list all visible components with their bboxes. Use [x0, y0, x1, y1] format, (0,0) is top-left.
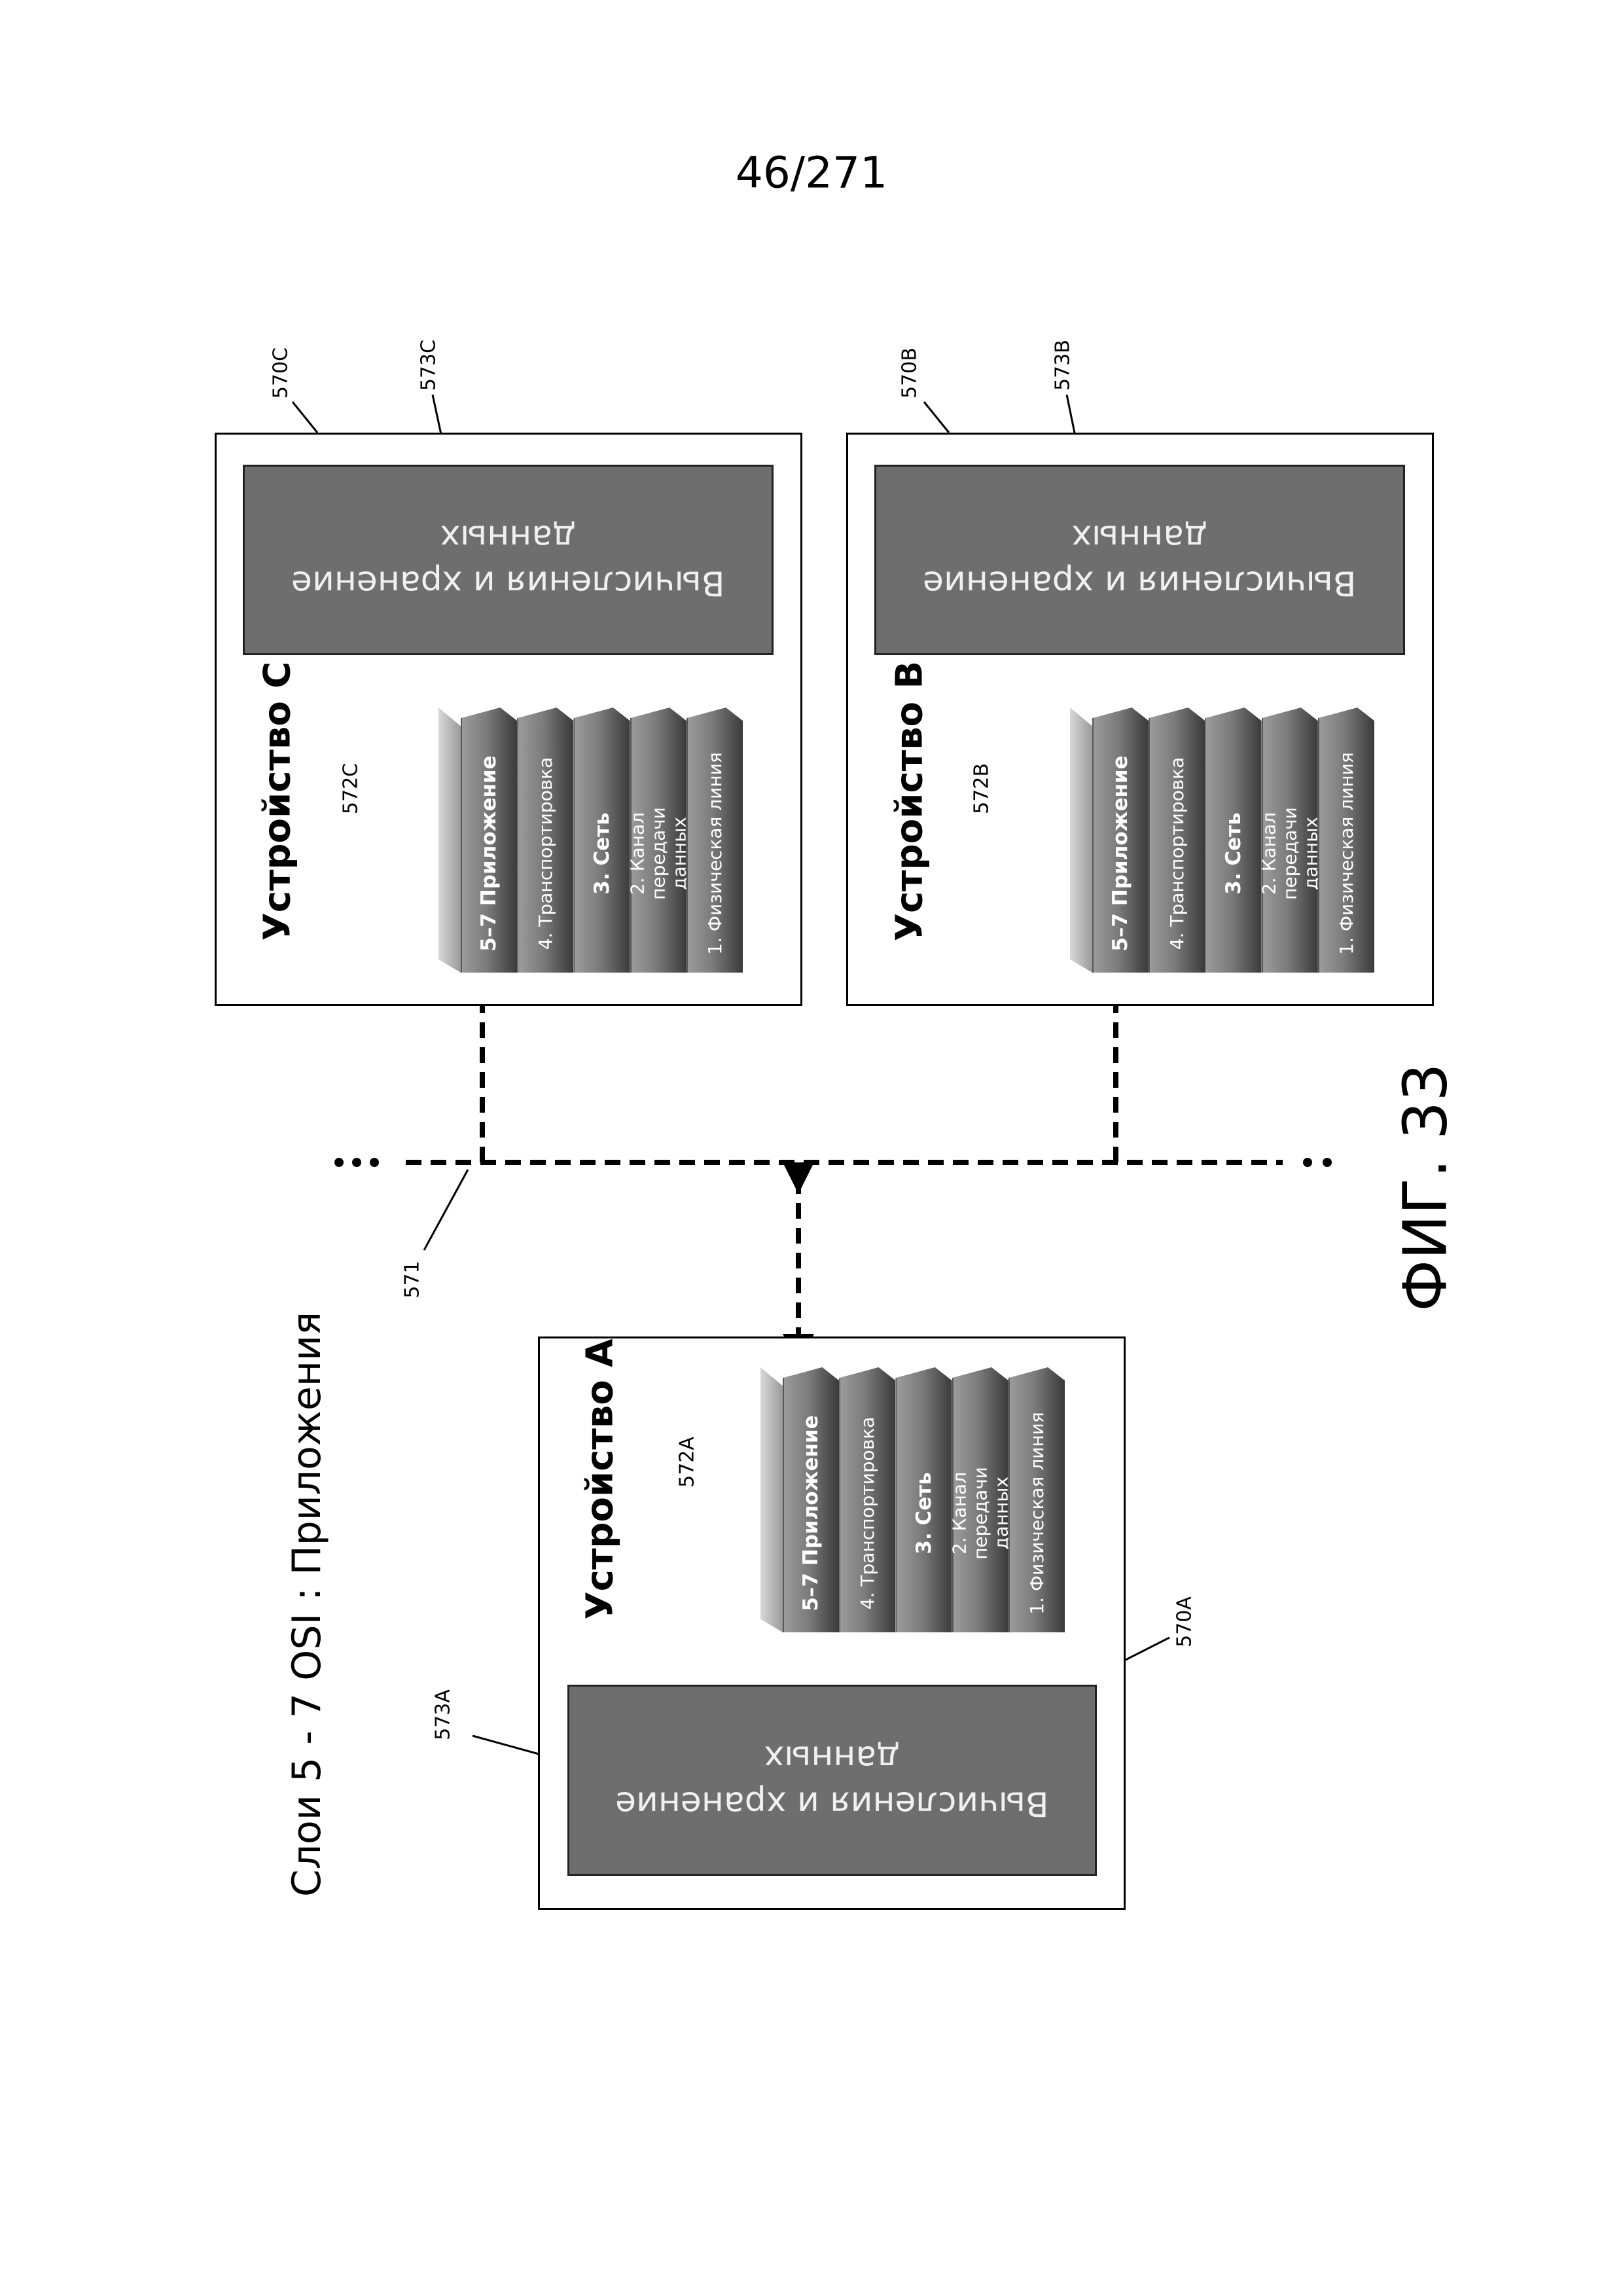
ref-570a: 570A	[1173, 1596, 1196, 1647]
leader-571	[424, 1170, 468, 1250]
layer-transport: 4. Транспортировка	[839, 1367, 895, 1632]
layer-data-link: 2. Канал передачи данных	[630, 708, 687, 973]
ref-570c: 570C	[270, 348, 293, 399]
layer-network: 3. Сеть	[1205, 708, 1261, 973]
device-a-osi-stack: 5–7 Приложение 4. Транспортировка 3. Сет…	[760, 1367, 1065, 1632]
device-c-osi-stack: 5–7 Приложение 4. Транспортировка 3. Сет…	[438, 708, 743, 973]
ref-571: 571	[401, 1261, 424, 1298]
device-a-compute-storage: Вычисления и хранение данных	[567, 1685, 1097, 1876]
layer-physical: 1. Физическая линия	[687, 708, 743, 973]
device-b-compute-storage: Вычисления и хранение данных	[874, 465, 1405, 655]
layer-transport: 4. Транспортировка	[1149, 708, 1205, 973]
layer-physical: 1. Физическая линия	[1318, 708, 1374, 973]
device-a-name: Устройство A	[579, 1338, 622, 1619]
caption: Слои 5 - 7 OSI : Приложения	[284, 1312, 330, 1897]
device-b-name: Устройство B	[889, 661, 931, 941]
ref-573a: 573A	[432, 1689, 455, 1740]
stack-bevel	[1070, 708, 1092, 973]
layer-data-link: 2. Канал передачи данных	[1262, 708, 1318, 973]
leader-570b	[924, 402, 949, 433]
ref-572a: 572A	[676, 1437, 699, 1488]
figure-label: ФИГ. 33	[1391, 1063, 1461, 1312]
leader-570c	[293, 402, 317, 433]
device-c-name: Устройство C	[257, 662, 299, 941]
layer-physical: 1. Физическая линия	[1008, 1367, 1065, 1632]
leader-570a	[1126, 1638, 1169, 1660]
stack-bevel	[438, 708, 461, 973]
ref-573c: 573C	[418, 340, 440, 391]
layer-network: 3. Сеть	[573, 708, 630, 973]
layer-data-link: 2. Канал передачи данных	[952, 1367, 1008, 1632]
ref-570b: 570B	[899, 348, 921, 399]
ref-572c: 572C	[340, 763, 363, 814]
layer-transport: 4. Транспортировка	[517, 708, 573, 973]
layer-application: 5–7 Приложение	[1092, 708, 1149, 973]
layer-application: 5–7 Приложение	[461, 708, 517, 973]
ref-573b: 573B	[1052, 340, 1075, 391]
device-b-osi-stack: 5–7 Приложение 4. Транспортировка 3. Сет…	[1070, 708, 1374, 973]
layer-application: 5–7 Приложение	[783, 1367, 839, 1632]
stack-bevel	[760, 1367, 783, 1632]
ref-572b: 572B	[971, 763, 993, 814]
device-c-compute-storage: Вычисления и хранение данных	[243, 465, 774, 655]
layer-network: 3. Сеть	[895, 1367, 952, 1632]
